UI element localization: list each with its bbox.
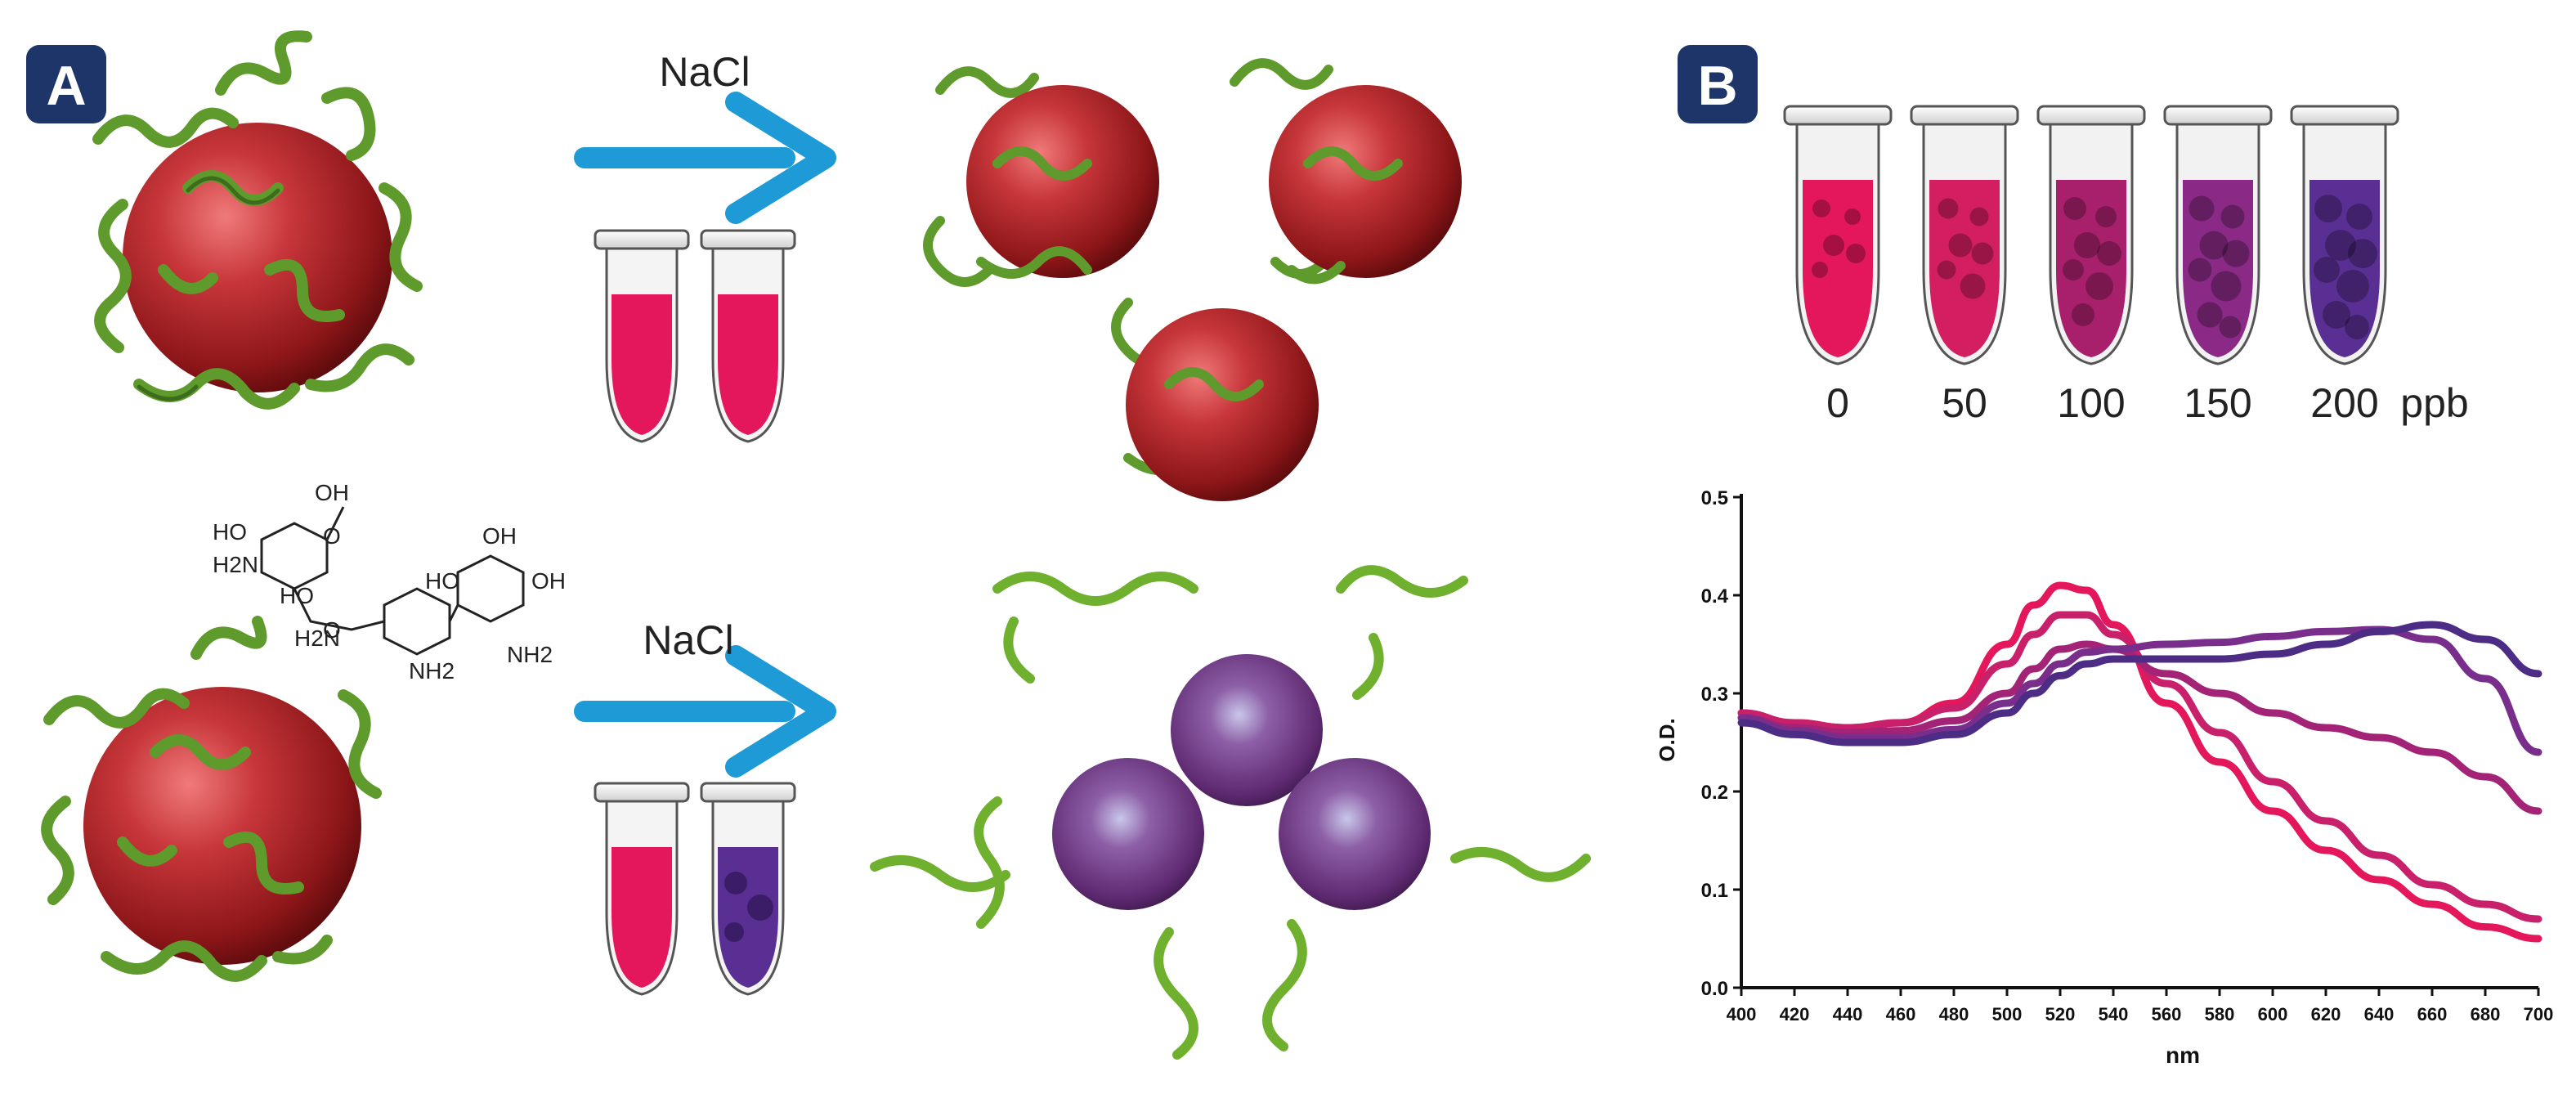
series-line-3 <box>1737 625 2542 756</box>
concentration-label-100: 100 <box>2057 380 2125 426</box>
chart-series <box>1737 581 2542 943</box>
svg-text:H2N: H2N <box>213 552 258 577</box>
tube-bottom-right <box>700 782 796 996</box>
svg-text:OH: OH <box>315 480 349 505</box>
concentration-label-0: 0 <box>1826 380 1849 426</box>
arrow-bottom <box>574 645 836 778</box>
y-tick-label: 0.1 <box>1701 880 1728 902</box>
y-axis-label: O.D. <box>1655 718 1679 761</box>
panel-a-badge-label: A <box>46 55 86 117</box>
x-axis-label: nm <box>2166 1042 2200 1068</box>
panel-b: B 0 50 100 150 200 ppb 0.0 0.1 0.2 0.3 0.4 0.5 400… <box>1655 45 2553 1068</box>
x-tick-label: 660 <box>2417 1004 2448 1025</box>
y-tick-label: 0.5 <box>1701 487 1728 509</box>
reagent-label-bottom: NaCl <box>643 617 733 663</box>
svg-text:H2N: H2N <box>294 625 340 651</box>
aggregated-nanoparticles-bottom <box>870 565 1591 1060</box>
panel-a-badge: A <box>26 45 106 123</box>
x-tick-label: 500 <box>1992 1004 2023 1025</box>
aminoglycoside-molecule: HO OH H2N HO O O HO OH OH H2N NH2 NH2 <box>213 480 566 684</box>
x-tick-label: 540 <box>2099 1004 2129 1025</box>
panel-a: A <box>26 30 1591 1060</box>
citrate-nanoparticle-bottom <box>41 616 382 982</box>
concentration-unit: ppb <box>2400 380 2468 426</box>
concentration-label-200: 200 <box>2310 380 2378 426</box>
concentration-tube-200: 200 <box>2290 105 2399 426</box>
series-line-4 <box>1737 621 2542 747</box>
reagent-label-top: NaCl <box>659 49 750 95</box>
y-tick-label: 0.4 <box>1701 585 1729 608</box>
x-tick-label: 620 <box>2311 1004 2341 1025</box>
concentration-tube-150: 150 <box>2163 105 2273 426</box>
concentration-tube-row: 0 50 100 150 200 <box>1783 105 2399 426</box>
x-tick-label: 680 <box>2471 1004 2501 1025</box>
panel-b-badge-label: B <box>1697 55 1737 117</box>
concentration-label-150: 150 <box>2184 380 2251 426</box>
concentration-tube-0: 0 <box>1783 105 1893 426</box>
concentration-tube-50: 50 <box>1910 105 2019 426</box>
x-tick-label: 420 <box>1780 1004 1810 1025</box>
x-tick-label: 560 <box>2152 1004 2182 1025</box>
svg-text:O: O <box>323 523 341 549</box>
svg-text:HO: HO <box>280 583 314 608</box>
tube-top-left <box>594 229 690 443</box>
svg-text:O: O <box>323 617 341 643</box>
svg-text:NH2: NH2 <box>409 658 455 684</box>
series-line-1 <box>1737 611 2542 923</box>
concentration-tube-100: 100 <box>2036 105 2146 426</box>
absorbance-chart: 0.0 0.1 0.2 0.3 0.4 0.5 400 420 440 460 480 500 520 5… <box>1655 487 2553 1068</box>
concentration-label-50: 50 <box>1942 380 1987 426</box>
svg-text:HO: HO <box>425 568 459 594</box>
x-tick-label: 460 <box>1886 1004 1916 1025</box>
y-tick-label: 0.3 <box>1701 684 1728 706</box>
aggregated-nanoparticles-top <box>923 58 1462 501</box>
y-tick-label: 0.2 <box>1701 782 1728 804</box>
tube-pair-top <box>594 229 796 443</box>
x-tick-label: 480 <box>1939 1004 1969 1025</box>
x-tick-label: 600 <box>2258 1004 2288 1025</box>
svg-text:HO: HO <box>213 519 247 545</box>
y-tick-label: 0.0 <box>1701 978 1728 1000</box>
x-tick-label: 440 <box>1833 1004 1863 1025</box>
x-tick-label: 580 <box>2205 1004 2235 1025</box>
x-tick-label: 520 <box>2045 1004 2076 1025</box>
svg-text:OH: OH <box>482 523 517 549</box>
tube-top-right <box>700 229 796 443</box>
panel-b-badge: B <box>1678 45 1758 123</box>
molecule-labels: HO OH H2N HO O O HO OH OH H2N NH2 NH2 <box>213 480 566 684</box>
x-tick-label: 640 <box>2364 1004 2395 1025</box>
tube-bottom-left <box>594 782 690 996</box>
tube-pair-bottom <box>594 782 796 996</box>
citrate-nanoparticle-top <box>92 30 423 410</box>
svg-text:OH: OH <box>531 568 566 594</box>
svg-text:NH2: NH2 <box>507 642 553 667</box>
chart-axes: 0.0 0.1 0.2 0.3 0.4 0.5 400 420 440 460 480 500 520 5… <box>1701 487 2554 1025</box>
x-tick-label: 700 <box>2524 1004 2554 1025</box>
arrow-top <box>574 92 836 224</box>
x-tick-label: 400 <box>1727 1004 1757 1025</box>
